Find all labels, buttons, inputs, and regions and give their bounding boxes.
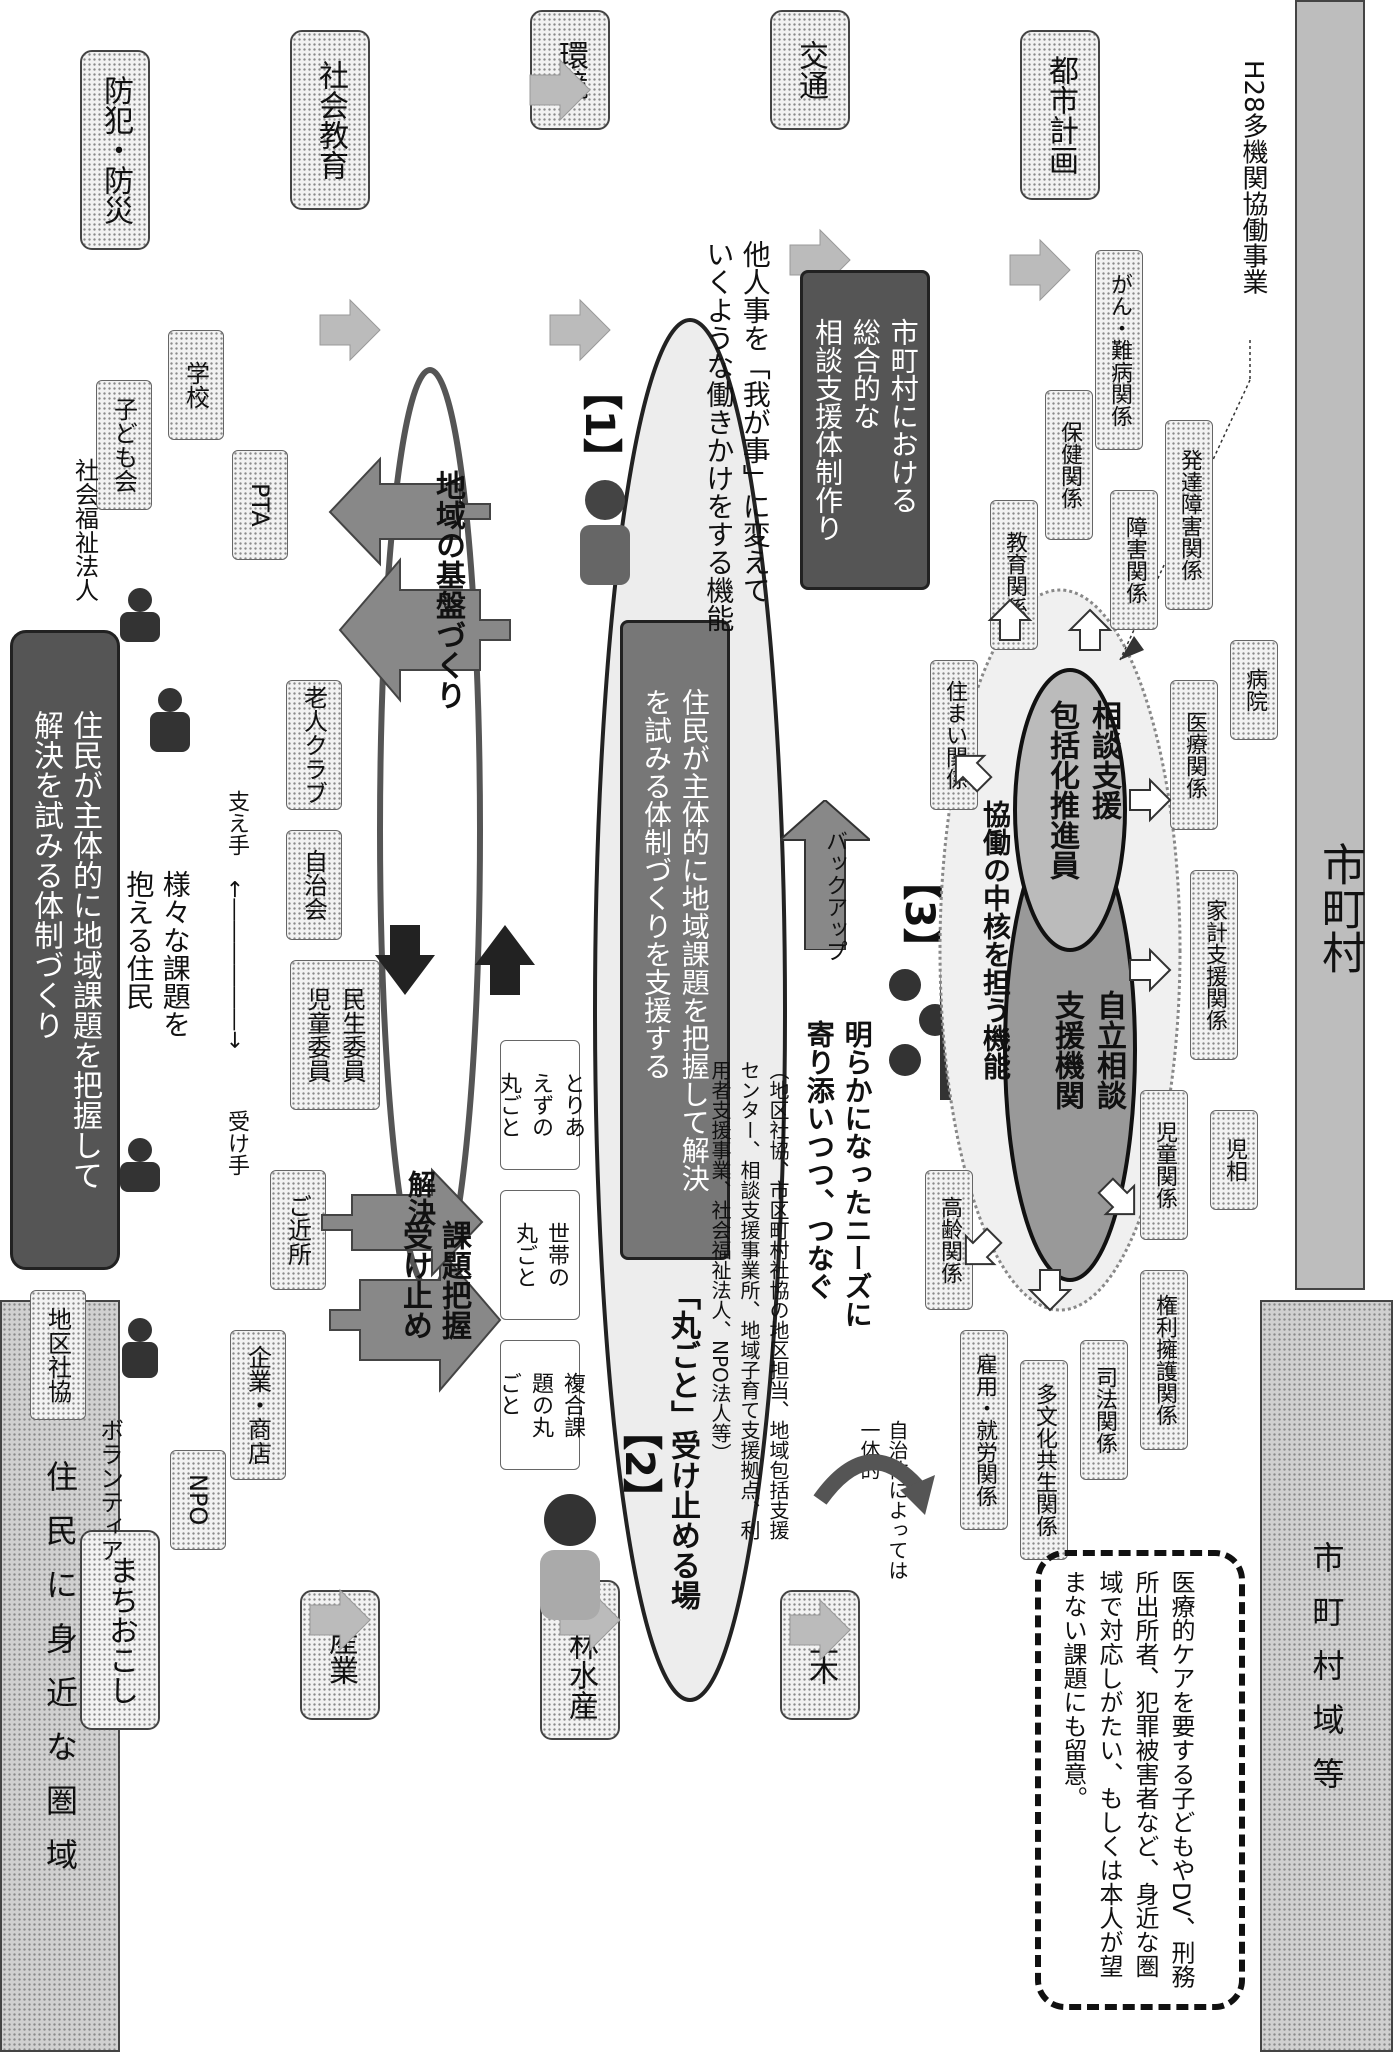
- actors-title: 様々な課題を 抱える住民: [122, 870, 192, 1038]
- consult-promoter: 相談支援 包括化推進員: [1044, 700, 1121, 880]
- sector-transport: 交通: [770, 10, 850, 130]
- case-complex: 複合課 題の丸 ごと: [496, 1340, 585, 1470]
- actors-arrow: ←――――――→: [222, 880, 247, 1049]
- system-box: 市町村における 総合的な 相談支援体制作り: [800, 270, 930, 590]
- near-area-label: 住民に身近な圏域: [41, 1460, 79, 1892]
- sector-social-education: 社会教育: [290, 30, 370, 210]
- backup-label: バックアップ: [822, 830, 847, 962]
- related-elderly: 高齢関係: [925, 1170, 973, 1310]
- related-health: 保健関係: [1045, 390, 1093, 540]
- section1-number: 【1】: [576, 370, 622, 478]
- actor-volunteer: ボランティア: [95, 1418, 124, 1562]
- clarified-needs: 明らかになったニーズに 寄り添いつつ、つなぐ: [802, 1020, 874, 1328]
- related-household-finance: 家計支援関係: [1190, 870, 1238, 1060]
- section1-caption: 他人事を「我が事」に変えて いくような働きかけをする機能: [702, 240, 772, 632]
- flow-grasp: 課題把握 受け止め: [397, 1220, 471, 1340]
- actor-welfare-corp: 社会福祉法人: [70, 458, 99, 602]
- section3-number: 【3】: [896, 860, 942, 968]
- related-children: 児童関係: [1140, 1090, 1188, 1240]
- sector-crime-prevention: 防犯・防災: [80, 50, 150, 250]
- note-text: 医療的ケアを要する子どもやDV、刑務所出所者、犯罪被害者など、身近な圏域で対応し…: [1059, 1570, 1195, 1989]
- actor-npo: NPO: [170, 1450, 226, 1550]
- flow-foundation: 地域の基盤づくり: [430, 470, 465, 710]
- goal-text: 住民が主体的に地域課題を把握して 解決を試みる体制づくり: [28, 710, 102, 1190]
- related-employment: 雇用・就労関係: [960, 1330, 1008, 1530]
- section2-title: 「丸ごと」受け止める場: [665, 1280, 700, 1610]
- note-box: 医療的ケアを要する子どもやDV、刑務所出所者、犯罪被害者など、身近な圏域で対応し…: [1035, 1550, 1245, 2010]
- municipal-area-panel: 市町村域等: [1260, 1300, 1393, 2052]
- woman-figure: [540, 1494, 600, 1620]
- sector-urban-planning: 都市計画: [1020, 30, 1100, 200]
- related-child-guidance: 児相: [1210, 1110, 1258, 1210]
- h28-pointer: [1119, 340, 1251, 661]
- related-cancer: がん・難病関係: [1095, 250, 1143, 450]
- section2-detail: （地区社協、市区町村社協の地区担当、地域包括支援 センター、相談支援事業所、地域…: [708, 1060, 790, 1540]
- actors-supporter: 支え手: [224, 790, 249, 856]
- core-function: 協働の中核を担う機能: [979, 800, 1012, 1080]
- h28-label: H28多機関協働事業: [1238, 60, 1268, 295]
- actor-welfare-commissioner: 民生委員 児童委員: [290, 960, 380, 1110]
- related-medical: 医療関係: [1170, 680, 1218, 830]
- presenter-figure: [580, 480, 630, 585]
- self-reliance-agency: 自立相談 支援機関: [1049, 990, 1126, 1110]
- actor-senior-club: 老人クラブ: [286, 680, 342, 810]
- related-dev-disability: 発達障害関係: [1165, 420, 1213, 610]
- related-housing: 住まい関係: [930, 660, 978, 810]
- actor-childrens-club: 子ども会: [96, 380, 152, 510]
- case-household: 世帯の 丸ごと: [500, 1190, 580, 1320]
- actor-neighbors: ご近所: [270, 1170, 326, 1290]
- related-multicultural: 多文化共生関係: [1020, 1360, 1068, 1560]
- actor-residents-assoc: 自治会: [286, 830, 342, 940]
- flow-solve: 解決: [404, 1170, 437, 1226]
- section1-support: 住民が主体的に地域課題を把握して解決 を試みる体制づくりを支援する: [640, 688, 711, 1192]
- actors-receiver: 受け手: [224, 1110, 249, 1176]
- actor-pta: PTA: [232, 450, 288, 560]
- case-anyway: とりあ えずの 丸ごと: [496, 1040, 585, 1170]
- actor-business: 企業・商店: [230, 1330, 286, 1480]
- system-box-text: 市町村における 総合的な 相談支援体制作り: [811, 318, 920, 542]
- sector-town-revival: まちおこし: [80, 1530, 160, 1730]
- actor-district-council: 地区社協: [30, 1290, 86, 1420]
- integrated-arrow: [813, 1454, 935, 1515]
- section2-number: 【2】: [616, 1410, 662, 1518]
- actor-school: 学校: [168, 330, 224, 440]
- goal-box: 住民が主体的に地域課題を把握して 解決を試みる体制づくり: [10, 630, 120, 1270]
- municipal-bar: 市町村: [1295, 0, 1365, 1290]
- related-advocacy: 権利擁護関係: [1140, 1270, 1188, 1450]
- related-judicial: 司法関係: [1080, 1340, 1128, 1480]
- municipal-bar-label: 市町村: [1314, 842, 1365, 974]
- backup-arrow: バックアップ: [777, 798, 873, 962]
- related-hospital: 病院: [1230, 640, 1278, 740]
- municipal-area-label: 市町村域等: [1307, 1541, 1346, 1811]
- section1-support-box: 住民が主体的に地域課題を把握して解決 を試みる体制づくりを支援する: [620, 620, 730, 1260]
- sector-industry: 産業: [300, 1590, 380, 1720]
- related-disability: 障害関係: [1110, 490, 1158, 630]
